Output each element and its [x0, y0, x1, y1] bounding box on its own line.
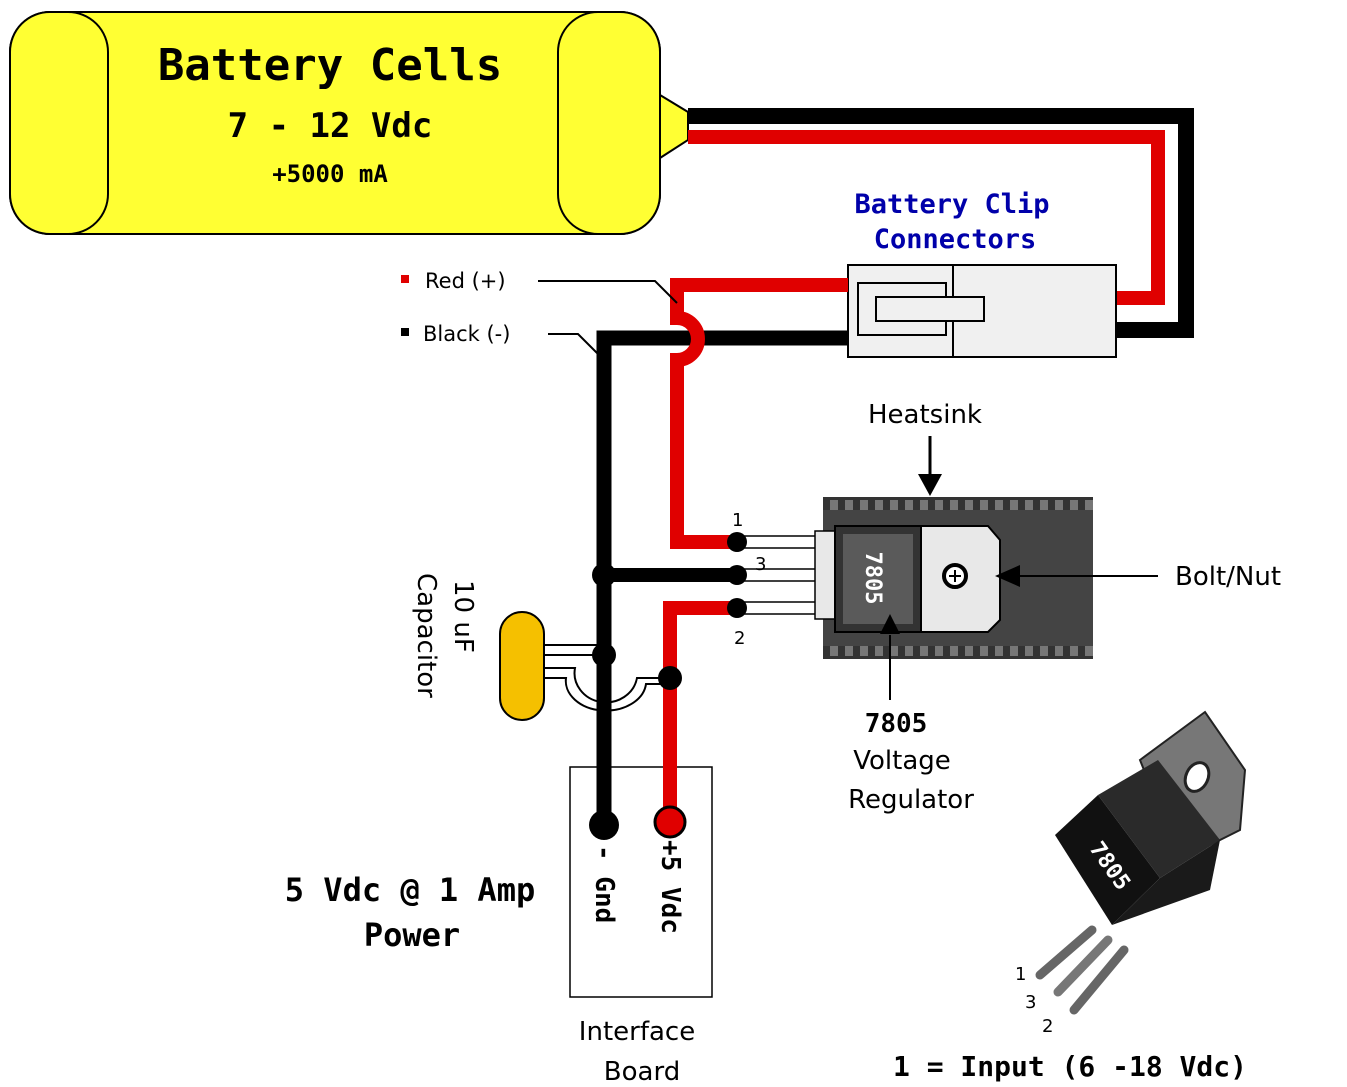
regulator-input-wires: [596, 278, 848, 825]
battery-leads: [688, 108, 1194, 338]
package-body: [1055, 795, 1160, 925]
pin3-dot: [727, 565, 747, 585]
regulator-label-line2: Voltage: [853, 746, 951, 776]
heatsink-fin: [995, 500, 1003, 510]
battery-terminal: [659, 93, 689, 160]
heatsink-label: Heatsink: [868, 400, 982, 430]
capacitor-label-line2: Capacitor: [411, 573, 441, 698]
pin2-dot: [727, 598, 747, 618]
regulator-7805: 7805 1 3 2: [727, 510, 1001, 649]
input-wire: [670, 278, 848, 549]
bolt-arrow: [995, 565, 1020, 587]
battery-clip-connector: Battery Clip Connectors: [847, 189, 1117, 358]
regulator-callout: 7805 Voltage Regulator: [848, 614, 974, 815]
battery-pack: Battery Cells 7 - 12 Vdc +5000 mA: [9, 11, 689, 235]
heatsink-arrow: [918, 474, 942, 496]
regulator-label-line3: Regulator: [848, 785, 974, 815]
heatsink-fin: [1085, 500, 1093, 510]
heatsink-fin: [1025, 646, 1033, 656]
regulator-arrow: [880, 614, 900, 634]
input-note: 1 = Input (6 -18 Vdc): [893, 1050, 1247, 1083]
power-label-line1: 5 Vdc @ 1 Amp: [285, 871, 535, 909]
heatsink-fin: [905, 500, 913, 510]
pin2-label: 2: [734, 628, 745, 649]
battery-voltage: 7 - 12 Vdc: [228, 106, 433, 146]
connector-label-line2: Connectors: [874, 224, 1037, 255]
package-pin3-label: 3: [1025, 992, 1036, 1013]
bolt-label: Bolt/Nut: [1175, 562, 1281, 592]
heatsink-fin: [950, 500, 958, 510]
heatsink-fin: [860, 500, 868, 510]
pin3-label: 3: [755, 554, 766, 575]
red-wire-label: Red (+): [425, 269, 506, 293]
battery-title: Battery Cells: [158, 40, 502, 91]
heatsink-fin: [1055, 646, 1063, 656]
pin1-dot: [727, 532, 747, 552]
heatsink-fin: [965, 646, 973, 656]
regulator-label-line1: 7805: [865, 709, 928, 739]
battery-end-left: [9, 11, 109, 235]
heatsink-fin: [830, 646, 838, 656]
heatsink-fin: [890, 646, 898, 656]
plus-label: +5 Vdc: [655, 840, 685, 934]
heatsink-fin: [890, 500, 898, 510]
capacitor-label-line1: 10 uF: [448, 580, 478, 653]
heatsink-fin: [1010, 646, 1018, 656]
board-outline: [569, 766, 713, 998]
heatsink-fin: [845, 646, 853, 656]
plus-terminal: [653, 805, 687, 839]
power-label-line2: Power: [364, 916, 460, 954]
heatsink-fin: [1070, 500, 1078, 510]
heatsink-fin: [1055, 500, 1063, 510]
wire-labels: Red (+) Black (-): [401, 269, 678, 357]
black-wire-label: Black (-): [423, 322, 510, 346]
heatsink-fin: [920, 500, 928, 510]
heatsink-fin: [860, 646, 868, 656]
regulator-package-illustration: 7805 1 3 2: [1015, 710, 1247, 1037]
capacitor-body: [499, 611, 545, 721]
heatsink-fin: [920, 646, 928, 656]
board-label-line1: Interface: [579, 1017, 695, 1047]
heatsink-fin: [1085, 646, 1093, 656]
gnd-label: - Gnd: [589, 845, 619, 923]
package-pin2-label: 2: [1042, 1016, 1053, 1037]
interface-board: - Gnd +5 Vdc Interface Board: [569, 575, 713, 1087]
heatsink-fin: [935, 646, 943, 656]
package-pin1-label: 1: [1015, 964, 1026, 985]
heatsink-fin: [1025, 500, 1033, 510]
heatsink-fin: [995, 646, 1003, 656]
heatsink-fin: [965, 500, 973, 510]
capacitor: 10 uF Capacitor: [411, 573, 682, 721]
bolt-callout: Bolt/Nut: [995, 562, 1281, 592]
black-bullet: [401, 328, 409, 336]
gnd-terminal: [589, 810, 619, 840]
pin1-label: 1: [732, 510, 743, 531]
battery-end-right: [557, 11, 661, 235]
capacitor-junction-plus: [658, 666, 682, 690]
heatsink-fin: [875, 500, 883, 510]
heatsink-fin: [1040, 646, 1048, 656]
heatsink-fin: [830, 500, 838, 510]
heatsink-fin: [1010, 500, 1018, 510]
heatsink-fin: [845, 500, 853, 510]
red-lead: [688, 130, 1165, 305]
heatsink-fin: [980, 500, 988, 510]
board-label-line2: Board: [604, 1057, 680, 1087]
heatsink-fin: [905, 646, 913, 656]
heatsink-fin: [1070, 646, 1078, 656]
heatsink-fin: [875, 646, 883, 656]
battery-capacity: +5000 mA: [272, 160, 388, 188]
package-hole: [1183, 761, 1211, 793]
regulator-chip-text: 7805: [860, 552, 885, 605]
heatsink-fin: [935, 500, 943, 510]
red-bullet: [401, 275, 409, 283]
heatsink-fin: [950, 646, 958, 656]
heatsink-fin: [980, 646, 988, 656]
black-lead: [688, 108, 1194, 338]
heatsink-fin: [1040, 500, 1048, 510]
connector-label-line1: Battery Clip: [854, 189, 1049, 220]
